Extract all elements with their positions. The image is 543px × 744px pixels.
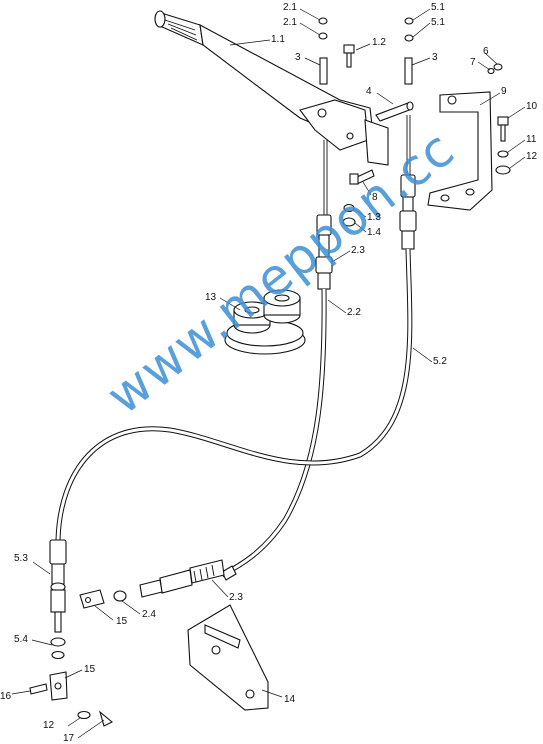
washer-12 [495, 165, 511, 175]
bracket-14 [187, 604, 269, 711]
nut-1-3 [343, 203, 355, 213]
label-12-bottom: 12 [43, 720, 55, 731]
label-15-middle: 15 [116, 616, 128, 627]
label-10: 10 [526, 101, 538, 112]
label-12-top: 12 [526, 151, 538, 162]
label-15-lower: 15 [84, 664, 96, 675]
label-6: 6 [483, 46, 489, 57]
label-1-4: 1.4 [367, 227, 381, 238]
mounting-bracket [427, 91, 493, 211]
label-2-3-upper: 2.3 [351, 245, 365, 256]
label-5-4: 5.4 [14, 634, 28, 645]
label-5-3: 5.3 [14, 553, 28, 564]
label-3-right: 3 [432, 52, 438, 63]
label-1-1: 1.1 [271, 34, 285, 45]
grommet-13 [224, 289, 306, 355]
hand-brake-lever [154, 10, 389, 166]
label-2-1-bottom: 2.1 [283, 17, 297, 28]
washer-1-4 [342, 217, 356, 227]
label-5-2: 5.2 [433, 356, 447, 367]
label-11: 11 [526, 134, 537, 145]
label-3-left: 3 [295, 52, 301, 63]
nut-6 [493, 63, 503, 71]
label-5-1-bottom: 5.1 [431, 17, 445, 28]
label-2-2: 2.2 [347, 307, 361, 318]
label-5-1-top: 5.1 [431, 2, 445, 13]
label-1-3: 1.3 [367, 212, 381, 223]
lower-middle-cable-end [79, 559, 237, 609]
label-14: 14 [284, 694, 296, 705]
bolt-1-2 [343, 44, 355, 68]
label-13: 13 [205, 292, 217, 303]
label-4: 4 [366, 86, 372, 97]
label-17: 17 [63, 733, 75, 744]
left-cable-upper-fittings [315, 140, 333, 290]
washer-11 [497, 150, 509, 158]
bolt-8 [349, 169, 375, 185]
bolt-10 [497, 116, 509, 142]
label-7: 7 [470, 57, 476, 68]
label-2-4: 2.4 [142, 609, 156, 620]
pin-right [404, 57, 413, 85]
label-16: 16 [0, 691, 12, 702]
label-9: 9 [501, 86, 507, 97]
label-2-3-lower: 2.3 [229, 592, 243, 603]
label-2-1-top: 2.1 [283, 2, 297, 13]
leader-lines [11, 8, 526, 739]
small-washers [318, 17, 414, 42]
label-1-2: 1.2 [372, 37, 386, 48]
shaft-4 [375, 101, 414, 122]
label-8: 8 [372, 192, 378, 203]
lower-left-cable-end [29, 539, 113, 727]
pin-left [319, 57, 328, 85]
